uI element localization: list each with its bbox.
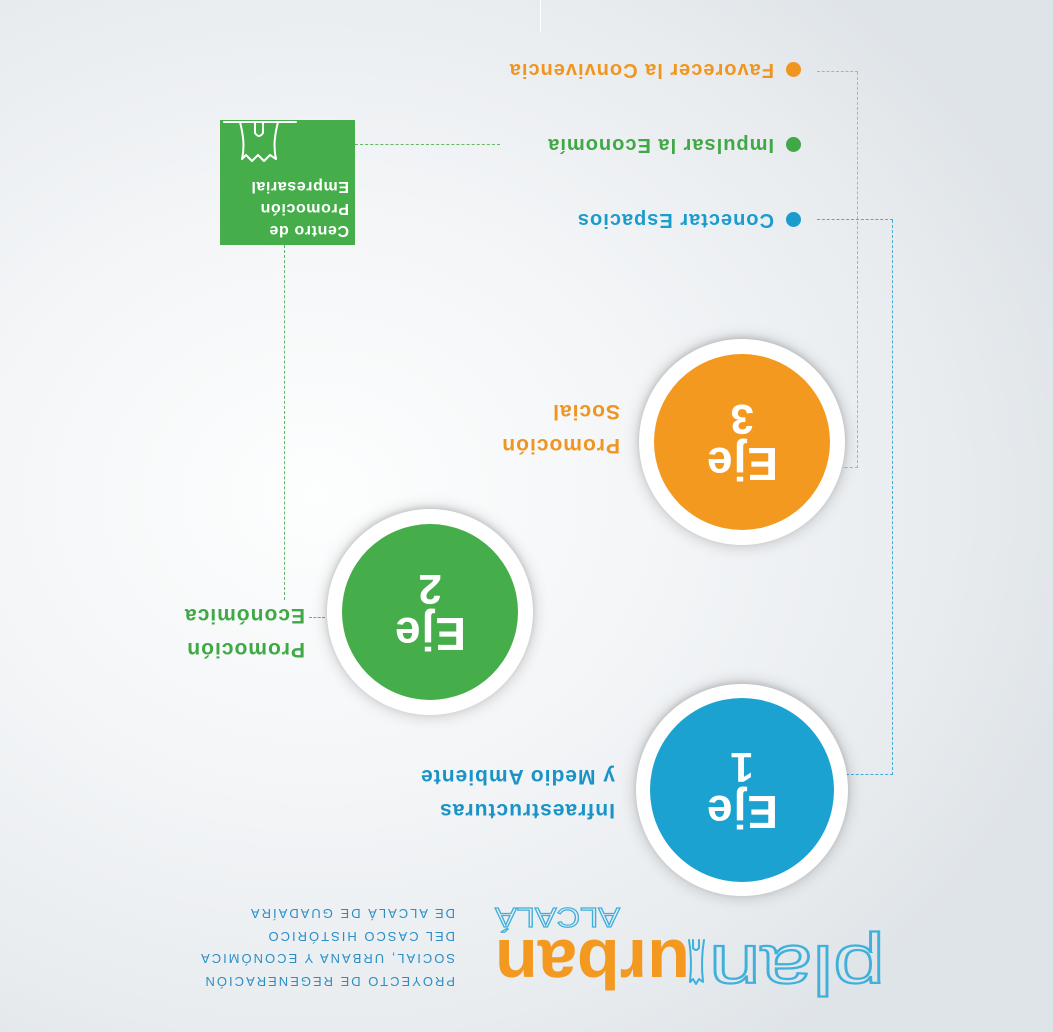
eje-3-disc: Eje 3 xyxy=(654,354,830,530)
center-box-connector xyxy=(355,144,500,145)
eje-2-connector xyxy=(309,617,325,618)
eje-1-circle: Eje 1 xyxy=(636,684,848,896)
eje-1-connector xyxy=(817,219,893,220)
logo-city-name: ALCALÁ xyxy=(495,902,620,933)
bullet-dot-icon xyxy=(786,62,801,78)
objective-item: Conectar Espacios xyxy=(577,208,801,232)
eje-1-number: 1 xyxy=(730,744,754,791)
logo-word-plan: plan xyxy=(709,931,885,1009)
eje-1-title: Eje xyxy=(705,786,779,838)
eje-3-number: 3 xyxy=(730,396,754,443)
eje-2-label-line: Promoción xyxy=(186,638,305,661)
eje-2-number: 2 xyxy=(418,566,442,613)
eje-1-connector xyxy=(841,774,893,775)
business-center-title: Centro de Promoción Empresarial xyxy=(251,175,349,241)
eje-2-label: Promoción Económica xyxy=(184,598,305,666)
eje-1-label-line: Infraestructuras xyxy=(439,799,615,822)
castle-tower-icon xyxy=(223,121,297,162)
bullet-dot-icon xyxy=(786,212,801,228)
divider-line xyxy=(540,0,541,32)
eje-3-title: Eje xyxy=(705,438,779,490)
objective-label: Impulsar la Economía xyxy=(547,134,774,157)
eje-1-label: Infraestructuras y Medio Ambiente xyxy=(420,759,615,827)
business-center-title-line: Promoción xyxy=(260,200,349,217)
eje-3-label: Promoción Social xyxy=(501,394,620,462)
logo-word-urban: urban xyxy=(495,925,690,1003)
eje-1-label-line: y Medio Ambiente xyxy=(420,765,615,788)
business-center-title-line: Centro de xyxy=(268,222,349,239)
eje-1-disc: Eje 1 xyxy=(650,698,834,882)
project-description-line: DEL CASCO HISTÓRICO xyxy=(266,928,455,944)
project-description-line: PROYECTO DE REGENERACIÓN xyxy=(203,974,455,989)
objective-item: Favorecer la Convivencia xyxy=(509,58,801,82)
objective-label: Favorecer la Convivencia xyxy=(508,59,774,82)
eje-2-disc: Eje 2 xyxy=(342,524,518,700)
eje-2-circle: Eje 2 xyxy=(327,509,533,715)
project-description-line: SOCIAL, URBANA Y ECONÓMICA xyxy=(199,951,455,967)
project-description: PROYECTO DE REGENERACIÓN SOCIAL, URBANA … xyxy=(199,901,455,992)
objective-item: Impulsar la Economía xyxy=(547,133,801,157)
eje-2-title: Eje xyxy=(393,608,467,660)
castle-tower-icon xyxy=(688,939,705,985)
eje-3-label-line: Social xyxy=(552,400,620,423)
business-center-title-line: Empresarial xyxy=(250,178,349,195)
plan-urban-logo: plan urban ALCALÁ xyxy=(494,901,886,1010)
objective-label: Conectar Espacios xyxy=(576,209,774,232)
eje-3-connector xyxy=(857,72,858,468)
eje-2-label-line: Económica xyxy=(183,604,305,627)
business-center-box: Centro de Promoción Empresarial xyxy=(220,120,355,245)
eje-3-label-line: Promoción xyxy=(501,434,620,457)
eje-3-circle: Eje 3 xyxy=(639,339,845,545)
eje-1-connector xyxy=(892,220,893,775)
eje-2-connector xyxy=(284,245,285,600)
eje-3-connector xyxy=(817,71,858,72)
project-description-line: DE ALCALÁ DE GUADAÍRA xyxy=(249,905,455,921)
bullet-dot-icon xyxy=(786,137,801,153)
